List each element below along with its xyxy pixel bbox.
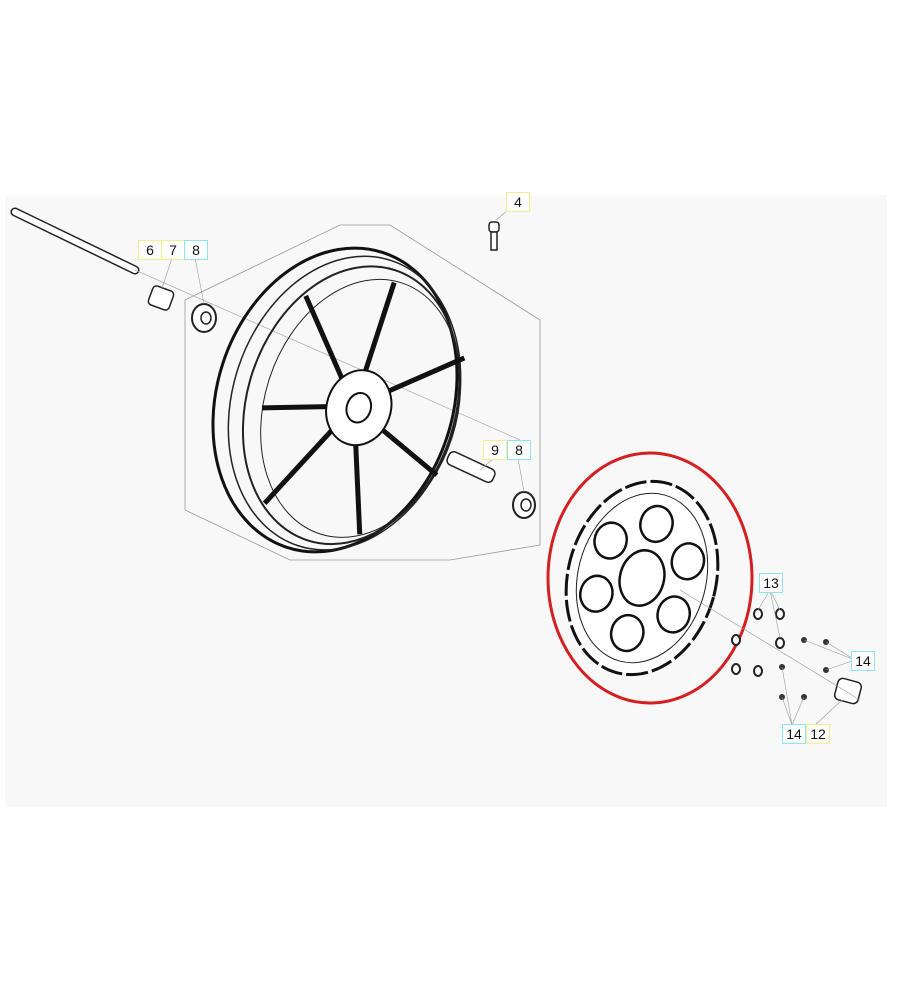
long-spacer [446, 450, 496, 484]
callout-8-right[interactable]: 8 [507, 437, 531, 463]
highlight-circle [546, 451, 754, 705]
washers [731, 608, 785, 677]
callout-12[interactable]: 12 [806, 721, 830, 747]
callout-14-bottom[interactable]: 14 [782, 721, 806, 747]
callout-14-right[interactable]: 14 [851, 648, 875, 674]
callout-6[interactable]: 6 [138, 237, 162, 263]
leader-lines [161, 257, 861, 726]
callout-7[interactable]: 7 [161, 237, 185, 263]
bearing [191, 303, 217, 333]
spacer [147, 285, 175, 311]
valve-stem [488, 204, 515, 251]
wheel-rim [211, 246, 466, 554]
wheel-assembly-outline [184, 224, 541, 561]
bolts [779, 637, 829, 700]
callout-8[interactable]: 8 [184, 237, 208, 263]
wheel-spacer [833, 677, 863, 705]
bearing [512, 491, 536, 519]
callout-13[interactable]: 13 [759, 570, 783, 596]
callout-9[interactable]: 9 [483, 437, 507, 463]
brake-disc [564, 479, 720, 677]
callout-4[interactable]: 4 [506, 189, 530, 215]
